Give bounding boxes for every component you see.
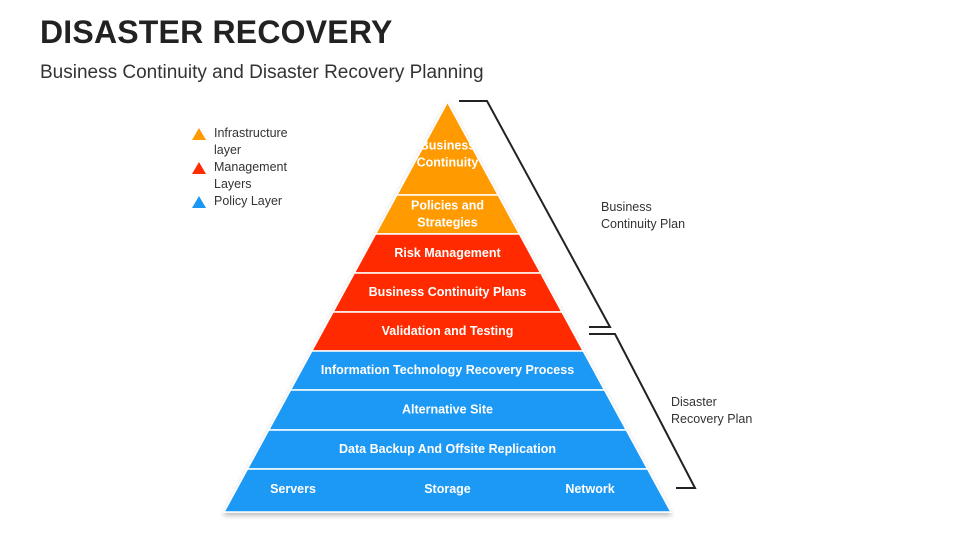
legend-item-label: Policy Layer — [214, 193, 282, 210]
base-item-label: Network — [565, 482, 614, 496]
bracket-business-continuity — [459, 100, 612, 328]
triangle-icon — [192, 196, 206, 208]
legend-label-line: layer — [214, 143, 242, 157]
legend-item-label: Infrastructure layer — [214, 125, 288, 159]
triangle-icon — [192, 162, 206, 174]
legend-label-line: Policy Layer — [214, 194, 283, 208]
tier-label: Risk Management — [394, 246, 501, 260]
legend-item-label: Management Layers — [214, 159, 287, 193]
triangle-icon — [192, 128, 206, 140]
legend-item-policy: Policy Layer — [192, 193, 312, 210]
base-item-label: Servers — [270, 482, 316, 496]
legend: Infrastructure layer Management Layers P… — [192, 125, 312, 210]
bracket-label-line: Disaster — [671, 395, 717, 409]
tier-base-infrastructure — [222, 468, 673, 513]
tier-label: Validation and Testing — [382, 324, 514, 338]
page-title: DISASTER RECOVERY — [40, 14, 393, 50]
legend-label-line: Layers — [214, 177, 252, 191]
tier-label: Continuity — [417, 155, 479, 169]
tier-label: Information Technology Recovery Process — [321, 363, 574, 377]
bracket-label-line: Continuity Plan — [601, 217, 686, 231]
business-continuity-plan-label: Business Continuity Plan — [601, 199, 711, 233]
bracket-label-line: Business — [601, 200, 652, 214]
legend-label-line: Infrastructure — [214, 126, 288, 140]
base-item-label: Storage — [424, 482, 471, 496]
tier-label: Strategies — [417, 215, 477, 229]
disaster-recovery-plan-label: Disaster Recovery Plan — [671, 394, 781, 428]
page-subtitle: Business Continuity and Disaster Recover… — [40, 62, 484, 83]
bracket-disaster-recovery — [589, 333, 697, 489]
tier-label: Business — [420, 138, 476, 152]
tier-label: Business Continuity Plans — [369, 285, 527, 299]
legend-item-infrastructure: Infrastructure layer — [192, 125, 312, 159]
legend-item-management: Management Layers — [192, 159, 312, 193]
tier-label: Policies and — [411, 198, 484, 212]
bracket-label-line: Recovery Plan — [671, 412, 753, 426]
tier-label: Data Backup And Offsite Replication — [339, 442, 556, 456]
tier-label: Alternative Site — [402, 402, 493, 416]
legend-label-line: Management — [214, 160, 287, 174]
